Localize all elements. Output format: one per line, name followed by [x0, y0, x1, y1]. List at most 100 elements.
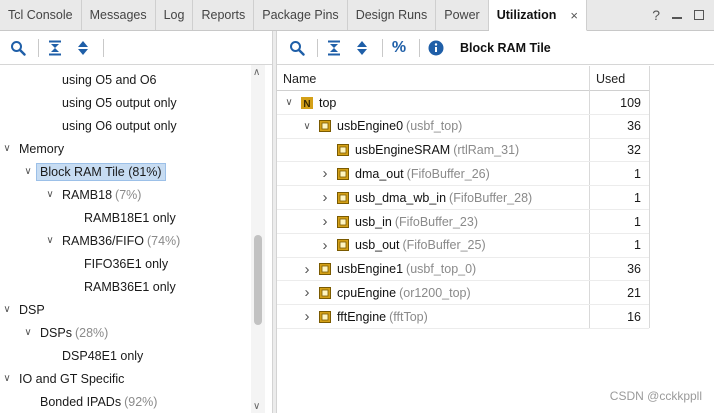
- cell-used: 32: [627, 143, 641, 158]
- chevron-down-icon[interactable]: ∨: [3, 143, 11, 154]
- instance-name: dma_out: [355, 166, 404, 181]
- percent-toggle-button[interactable]: %: [387, 36, 411, 60]
- table-row[interactable]: ›cpuEngine(or1200_top)21: [277, 281, 649, 306]
- tree-item-memory[interactable]: ∨ Memory: [0, 137, 64, 160]
- minimize-icon[interactable]: [672, 17, 682, 19]
- chevron-down-icon[interactable]: ∨: [24, 166, 32, 177]
- module-name: (or1200_top): [399, 285, 471, 300]
- tab-messages[interactable]: Messages: [82, 0, 156, 30]
- tab-label: Reports: [201, 8, 246, 22]
- chevron-down-icon[interactable]: ∨: [46, 189, 54, 200]
- tab-utilization[interactable]: Utilization ×: [488, 0, 588, 31]
- chevron-right-icon[interactable]: ›: [322, 189, 328, 207]
- pane-splitter[interactable]: [272, 31, 277, 413]
- tree-item-label: Memory: [19, 141, 65, 156]
- tree-item[interactable]: using O5 output only: [62, 91, 177, 114]
- chevron-down-icon[interactable]: ∨: [3, 304, 11, 315]
- instance-name: usbEngine0: [337, 119, 404, 134]
- column-header-used[interactable]: Used: [596, 71, 626, 86]
- tree-item[interactable]: RAMB18E1 only: [84, 206, 176, 229]
- tree-toolbar: [0, 31, 272, 65]
- cell-name: ›usbEngine1(usbf_top_0): [301, 258, 477, 281]
- chevron-right-icon[interactable]: ›: [322, 213, 328, 230]
- tree-item-dsps[interactable]: ∨ DSPs (28%): [21, 321, 108, 344]
- tree-item[interactable]: DSP48E1 only: [62, 344, 143, 367]
- tab-log[interactable]: Log: [156, 0, 194, 30]
- module-icon: [319, 120, 331, 133]
- tree-item-ramb18[interactable]: ∨ RAMB18 (7%): [43, 183, 141, 206]
- tree-item-label: Bonded IPADs: [40, 394, 122, 409]
- scroll-thumb[interactable]: [254, 235, 262, 325]
- cell-name: ›dma_out(FifoBuffer_26): [319, 162, 490, 185]
- tree-item[interactable]: using O6 output only: [62, 114, 177, 137]
- chevron-up-icon[interactable]: ∧: [253, 67, 261, 78]
- tree-item-dsp[interactable]: ∨ DSP: [0, 298, 44, 321]
- tab-bar: Tcl Console Messages Log Reports Package…: [0, 0, 714, 31]
- search-icon[interactable]: [6, 36, 30, 60]
- tree-item-label: using O5 output only: [62, 95, 177, 110]
- svg-text:N: N: [303, 99, 310, 109]
- chevron-down-icon[interactable]: ∨: [46, 235, 54, 246]
- table-row[interactable]: ∨usbEngine0(usbf_top)36: [277, 115, 649, 139]
- chevron-right-icon[interactable]: ›: [304, 308, 310, 326]
- cell-used: 1: [634, 238, 641, 253]
- tab-reports[interactable]: Reports: [193, 0, 255, 30]
- tree-scrollbar[interactable]: ∧ ∨: [251, 65, 265, 413]
- column-divider: [589, 66, 590, 328]
- table-header: Name Used: [277, 66, 649, 91]
- help-icon[interactable]: ?: [652, 7, 660, 23]
- chevron-down-icon[interactable]: ∨: [3, 373, 11, 384]
- chevron-down-icon[interactable]: ∨: [24, 327, 32, 338]
- toolbar-separator: [419, 38, 420, 57]
- expand-all-icon[interactable]: [350, 36, 374, 60]
- tab-label: Utilization: [496, 8, 557, 22]
- tree-item[interactable]: using O5 and O6: [62, 68, 157, 91]
- collapse-all-icon[interactable]: [43, 36, 67, 60]
- chevron-down-icon[interactable]: ∨: [253, 401, 261, 412]
- toolbar-separator: [382, 38, 383, 57]
- chevron-right-icon[interactable]: ›: [322, 236, 328, 254]
- expand-all-icon[interactable]: [71, 36, 95, 60]
- table-row[interactable]: ›usbEngineSRAM(rtlRam_31)32: [277, 139, 649, 163]
- instance-name: usb_out: [355, 238, 400, 253]
- table-row[interactable]: ›fftEngine(fftTop)16: [277, 305, 649, 329]
- collapse-all-icon[interactable]: [322, 36, 346, 60]
- tree-item[interactable]: RAMB36E1 only: [84, 275, 176, 298]
- watermark: CSDN @cckkppll: [609, 389, 702, 403]
- tab-tcl-console[interactable]: Tcl Console: [0, 0, 82, 30]
- chevron-down-icon[interactable]: ∨: [285, 97, 293, 108]
- column-header-name[interactable]: Name: [283, 71, 317, 86]
- chevron-right-icon[interactable]: ›: [322, 165, 328, 183]
- toolbar-separator: [38, 38, 39, 57]
- table-title: Block RAM Tile: [460, 40, 551, 55]
- tree-item-label: Block RAM Tile (81%): [36, 162, 166, 181]
- instance-name: usb_in: [355, 214, 392, 229]
- tab-label: Design Runs: [355, 8, 428, 22]
- tree-item[interactable]: FIFO36E1 only: [84, 252, 168, 275]
- search-icon[interactable]: [285, 36, 309, 60]
- chevron-right-icon[interactable]: ›: [304, 284, 310, 302]
- cell-used: 1: [634, 214, 641, 229]
- chevron-down-icon[interactable]: ∨: [303, 120, 311, 132]
- tree-item-io-gt[interactable]: ∨ IO and GT Specific: [0, 367, 124, 390]
- table-row[interactable]: ›usbEngine1(usbf_top_0)36: [277, 258, 649, 282]
- tree-item-bonded-ipads[interactable]: Bonded IPADs (92%): [40, 390, 157, 413]
- table-row[interactable]: ›dma_out(FifoBuffer_26)1: [277, 162, 649, 187]
- tree-item-ramb36-fifo[interactable]: ∨ RAMB36/FIFO (74%): [43, 229, 180, 252]
- restore-icon[interactable]: [694, 10, 704, 20]
- tree-item-label: RAMB36/FIFO: [62, 233, 144, 248]
- tab-design-runs[interactable]: Design Runs: [348, 0, 437, 30]
- chevron-right-icon[interactable]: ›: [304, 260, 310, 278]
- cell-used: 36: [627, 119, 641, 134]
- tab-package-pins[interactable]: Package Pins: [254, 0, 348, 30]
- tree-item-block-ram-tile[interactable]: ∨ Block RAM Tile (81%): [21, 160, 166, 183]
- module-icon: [319, 263, 331, 276]
- table-row[interactable]: ›usb_dma_wb_in(FifoBuffer_28)1: [277, 186, 649, 210]
- table-row[interactable]: ›usb_out(FifoBuffer_25)1: [277, 234, 649, 258]
- info-icon[interactable]: [424, 36, 448, 60]
- tab-power[interactable]: Power: [436, 0, 489, 30]
- close-icon[interactable]: ×: [570, 7, 579, 23]
- table-row[interactable]: ›usb_in(FifoBuffer_23)1: [277, 210, 649, 234]
